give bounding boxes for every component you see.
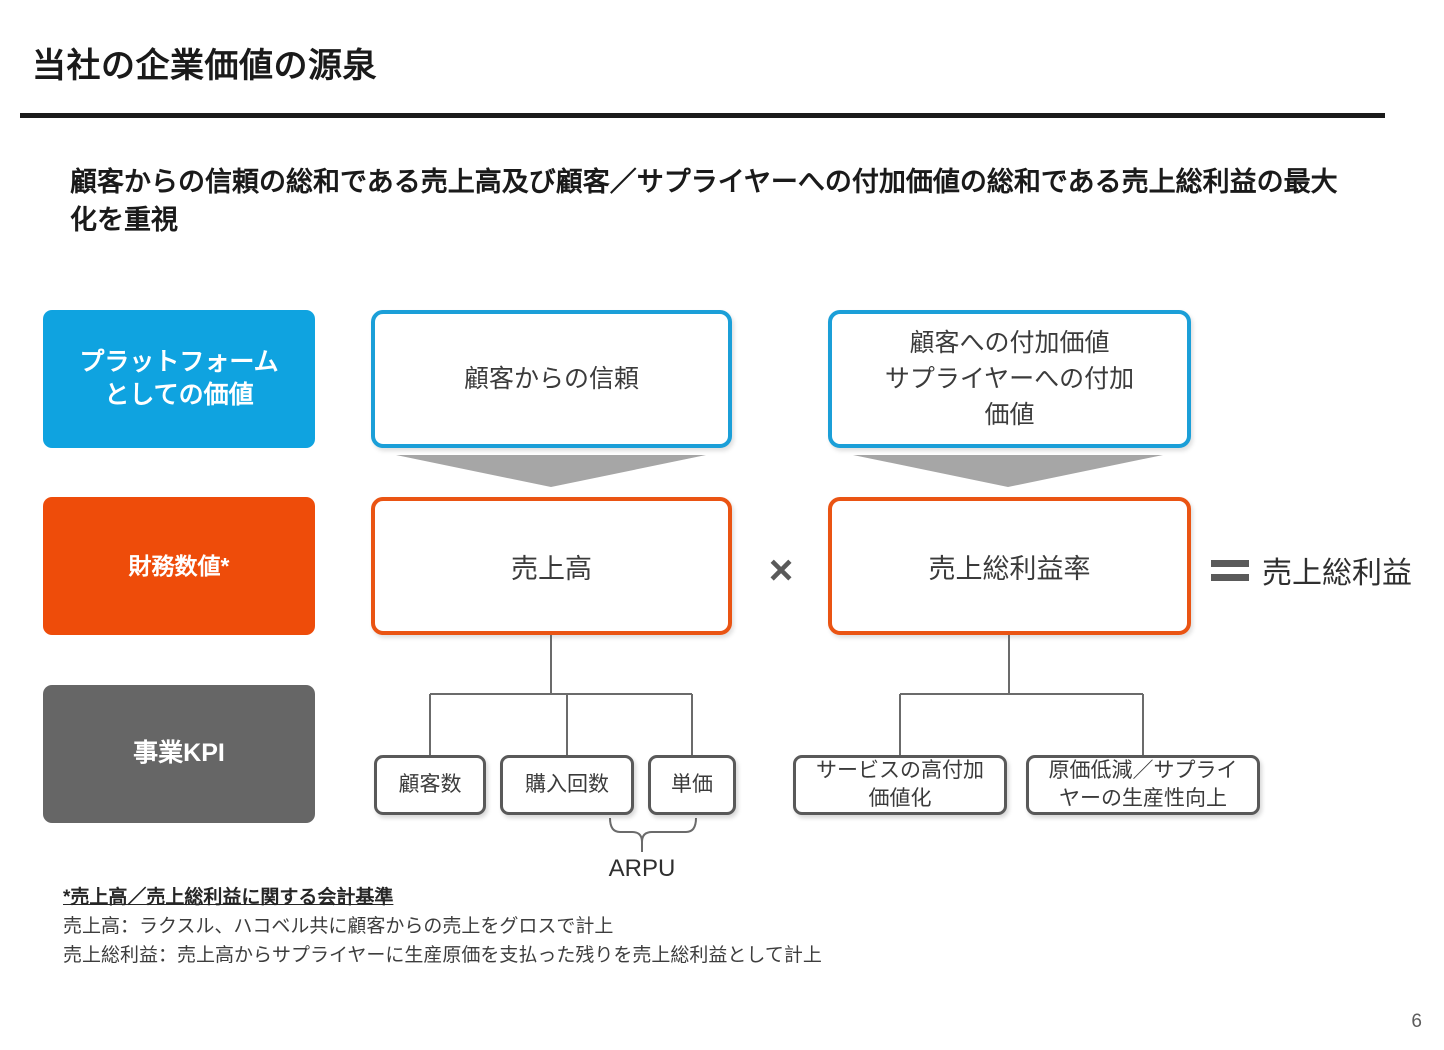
box-added-value-line3: 価値 bbox=[984, 401, 1035, 430]
row-label-platform-line2: としての価値 bbox=[104, 381, 254, 409]
kpi-box-cost-reduction-line2: ヤーの生産性向上 bbox=[1059, 787, 1227, 810]
row-label-platform: プラットフォーム としての価値 bbox=[43, 310, 315, 448]
title-divider bbox=[20, 113, 1385, 118]
footnote-line-1: 売上高：ラクスル、ハコベル共に顧客からの売上をグロスで計上 bbox=[63, 915, 614, 937]
footnote: *売上高／売上総利益に関する会計基準 売上高：ラクスル、ハコベル共に顧客からの売… bbox=[63, 884, 822, 971]
chevron-down-icon-left bbox=[396, 455, 706, 487]
chevron-down-icon-right bbox=[853, 455, 1163, 487]
equals-result-group: 売上総利益 bbox=[1211, 548, 1412, 592]
kpi-box-service-value-add: サービスの高付加 価値化 bbox=[793, 755, 1007, 815]
kpi-box-cost-reduction: 原価低減／サプライ ヤーの生産性向上 bbox=[1026, 755, 1260, 815]
equals-icon bbox=[1211, 559, 1249, 581]
footnote-heading: *売上高／売上総利益に関する会計基準 bbox=[63, 887, 394, 908]
box-revenue: 売上高 bbox=[371, 497, 732, 635]
page-number: 6 bbox=[1411, 1011, 1422, 1032]
footnote-line-2: 売上総利益：売上高からサプライヤーに生産原価を支払った残りを売上総利益として計上 bbox=[63, 944, 822, 966]
row-label-finance: 財務数値* bbox=[43, 497, 315, 635]
kpi-box-purchase-frequency: 購入回数 bbox=[500, 755, 634, 815]
subtitle-text: 顧客からの信頼の総和である売上高及び顧客／サプライヤーへの付加価値の総和である売… bbox=[70, 167, 1338, 236]
row-label-kpi: 事業KPI bbox=[43, 685, 315, 823]
multiply-icon: × bbox=[768, 546, 794, 593]
box-added-value-line2: サプライヤーへの付加 bbox=[884, 364, 1135, 393]
box-gross-margin-rate: 売上総利益率 bbox=[828, 497, 1191, 635]
kpi-box-customer-count: 顧客数 bbox=[374, 755, 486, 815]
kpi-box-cost-reduction-line1: 原価低減／サプライ bbox=[1048, 758, 1238, 782]
kpi-box-service-value-add-line2: 価値化 bbox=[868, 787, 932, 810]
page-title: 当社の企業価値の源泉 bbox=[32, 47, 377, 85]
box-added-value-line1: 顧客への付加価値 bbox=[909, 328, 1110, 357]
kpi-box-unit-price: 単価 bbox=[648, 755, 736, 815]
kpi-box-service-value-add-line1: サービスの高付加 bbox=[816, 758, 984, 782]
box-customer-trust: 顧客からの信頼 bbox=[371, 310, 732, 448]
arpu-bracket-label: ARPU bbox=[608, 855, 676, 882]
row-label-platform-line1: プラットフォーム bbox=[79, 347, 279, 376]
box-added-value: 顧客への付加価値 サプライヤーへの付加 価値 bbox=[828, 310, 1191, 448]
result-gross-profit: 売上総利益 bbox=[1262, 557, 1412, 590]
